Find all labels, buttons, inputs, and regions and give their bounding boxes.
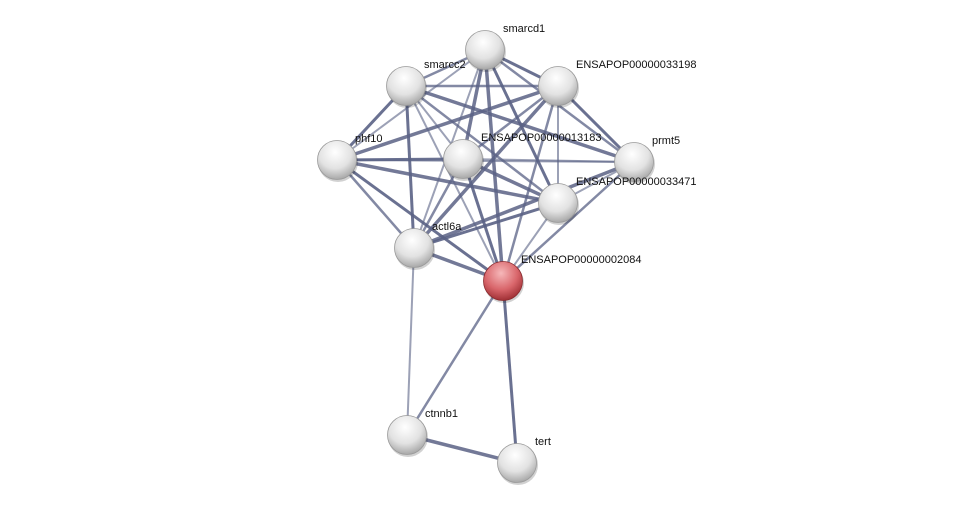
edge-phf10-ENSAPOP00000033471[interactable] [336,158,559,205]
node-ctnnb1[interactable]: ctnnb1 [387,408,459,457]
node-ENSAPOP00000002084[interactable]: ENSAPOP00000002084 [483,254,642,303]
node-label: tert [535,436,551,448]
node-ENSAPOP00000033471[interactable]: ENSAPOP00000033471 [538,176,697,225]
node-sphere[interactable] [483,261,523,301]
node-label: ctnnb1 [425,408,458,420]
edge-actl6a-ctnnb1[interactable] [406,247,415,436]
node-label: ENSAPOP00000002084 [521,254,641,266]
edge-ENSAPOP00000033198-ENSAPOP00000002084[interactable] [501,85,560,282]
node-label: actl6a [432,221,462,233]
edge-prmt5-ENSAPOP00000002084[interactable] [502,161,635,282]
node-ENSAPOP00000033198[interactable]: ENSAPOP00000033198 [538,59,697,108]
node-label: smarcd1 [503,23,545,35]
edge-ENSAPOP00000002084-tert[interactable] [501,280,519,464]
edge-smarcc2-prmt5[interactable] [405,84,635,164]
node-sphere[interactable] [465,30,505,70]
edge-ENSAPOP00000033198-phf10[interactable] [336,84,559,162]
node-label: prmt5 [652,135,680,147]
node-ENSAPOP00000013183[interactable]: ENSAPOP00000013183 [443,132,602,181]
node-sphere[interactable] [386,66,426,106]
node-label: phf10 [355,133,383,145]
edge-phf10-ENSAPOP00000002084[interactable] [336,158,504,283]
node-label: ENSAPOP00000033471 [576,176,696,188]
node-label: ENSAPOP00000033198 [576,59,696,71]
edge-smarcd1-ENSAPOP00000002084[interactable] [483,49,505,282]
edge-ENSAPOP00000002084-ctnnb1[interactable] [405,280,505,436]
node-smarcc2[interactable]: smarcc2 [386,59,466,108]
node-sphere[interactable] [317,140,357,180]
node-actl6a[interactable]: actl6a [394,221,463,270]
node-label: ENSAPOP00000013183 [481,132,601,144]
node-tert[interactable]: tert [497,436,551,485]
node-smarcd1[interactable]: smarcd1 [465,23,546,72]
node-phf10[interactable]: phf10 [317,133,383,182]
edge-ENSAPOP00000033198-actl6a[interactable] [412,84,560,250]
node-sphere[interactable] [387,415,427,455]
edge-smarcd1-prmt5[interactable] [484,49,635,163]
node-sphere[interactable] [443,139,483,179]
edge-ENSAPOP00000033471-actl6a[interactable] [413,201,559,250]
edge-ENSAPOP00000033198-ENSAPOP00000013183[interactable] [462,85,559,160]
edge-ENSAPOP00000013183-prmt5[interactable] [462,158,635,163]
node-sphere[interactable] [538,183,578,223]
node-sphere[interactable] [538,66,578,106]
node-sphere[interactable] [394,228,434,268]
edge-smarcc2-actl6a[interactable] [404,85,416,249]
node-sphere[interactable] [614,142,654,182]
node-prmt5[interactable]: prmt5 [614,135,681,184]
edge-prmt5-actl6a[interactable] [413,160,635,250]
node-label: smarcc2 [424,59,466,71]
node-sphere[interactable] [497,443,537,483]
